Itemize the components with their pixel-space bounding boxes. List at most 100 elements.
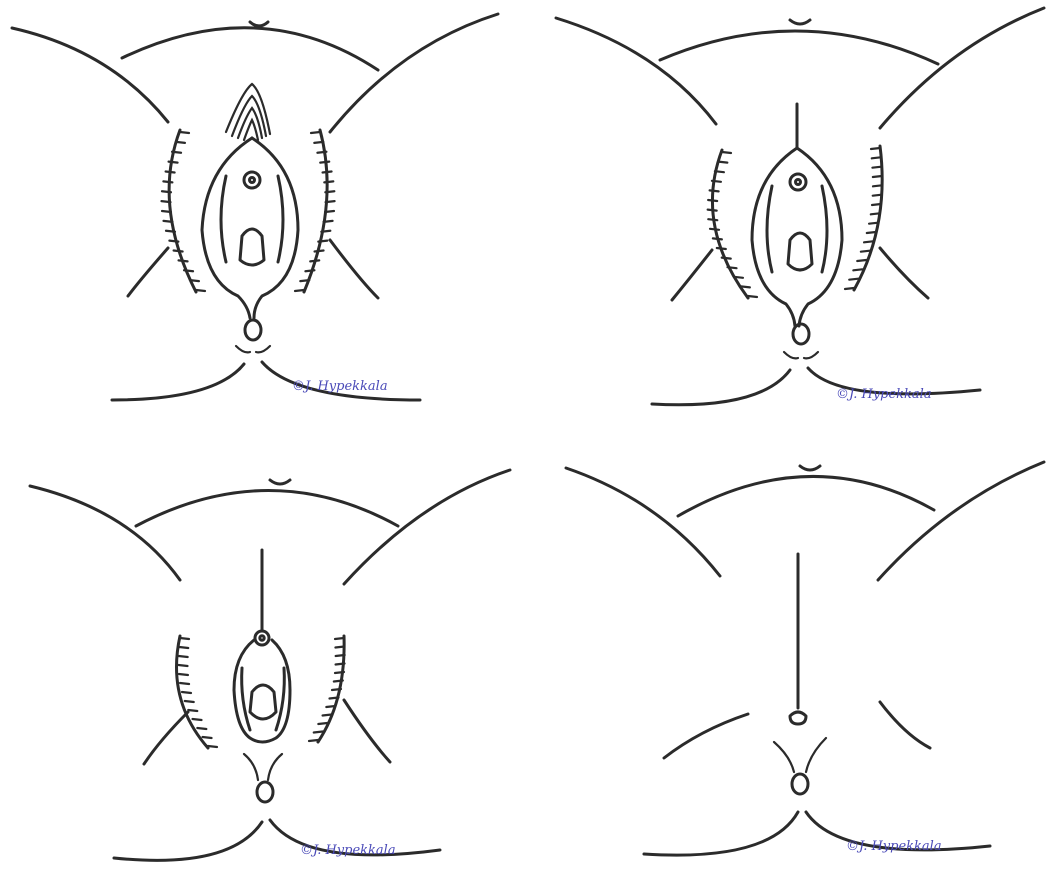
hatch-mark xyxy=(184,270,193,271)
hatch-mark xyxy=(179,674,188,675)
hatch-mark xyxy=(336,655,345,656)
hatch-marks-left xyxy=(179,638,217,747)
hatch-mark xyxy=(180,683,189,684)
hatch-mark xyxy=(872,167,881,168)
central-structure xyxy=(202,138,298,352)
hatch-mark xyxy=(315,251,324,252)
signature: ©J. Hypekkala xyxy=(300,843,396,858)
hatch-mark xyxy=(867,232,876,233)
hatch-mark xyxy=(324,221,333,222)
hatch-mark xyxy=(179,647,188,648)
hatch-mark xyxy=(871,148,880,149)
hatch-mark xyxy=(309,740,318,741)
hatch-mark xyxy=(715,171,724,172)
hatch-mark xyxy=(741,286,750,287)
hatch-mark xyxy=(717,248,726,249)
hatch-mark xyxy=(869,223,878,224)
hatch-mark xyxy=(324,181,333,182)
hatch-mark xyxy=(713,238,722,239)
hatch-mark xyxy=(332,689,341,690)
upper-tuft xyxy=(226,84,270,140)
hatch-mark xyxy=(871,213,880,214)
outer-folds xyxy=(177,636,345,748)
hatch-mark xyxy=(305,270,314,271)
body-outline xyxy=(12,14,498,400)
hatch-mark xyxy=(873,176,882,177)
hatch-mark xyxy=(180,132,189,133)
hatch-mark xyxy=(185,701,194,702)
hatch-mark xyxy=(853,269,862,270)
hatch-mark xyxy=(162,211,171,212)
signature: ©J. Hypekkala xyxy=(836,387,932,402)
hatch-mark xyxy=(335,638,344,639)
hatch-mark xyxy=(335,672,344,673)
hatch-mark xyxy=(161,201,170,202)
central-structure xyxy=(752,104,842,358)
hatch-mark xyxy=(708,219,717,220)
hatch-mark xyxy=(172,152,181,153)
hatch-mark xyxy=(203,737,212,738)
hatch-mark xyxy=(334,681,343,682)
hatch-mark xyxy=(193,719,202,720)
hatch-mark xyxy=(710,190,719,191)
hatch-mark xyxy=(320,162,329,163)
hatch-mark xyxy=(323,715,332,716)
hatch-mark xyxy=(722,258,731,259)
hatch-mark xyxy=(179,656,188,657)
hatch-mark xyxy=(325,191,334,192)
hatch-mark xyxy=(718,162,727,163)
hatch-mark xyxy=(845,288,854,289)
hatch-mark xyxy=(323,172,332,173)
hatch-mark xyxy=(190,280,199,281)
hatch-mark xyxy=(710,229,719,230)
hatch-mark xyxy=(872,157,881,158)
hatch-mark xyxy=(321,231,330,232)
hatch-mark xyxy=(722,152,731,153)
hatch-mark xyxy=(314,142,323,143)
hatch-mark xyxy=(318,241,327,242)
central-structure xyxy=(234,550,290,802)
hatch-mark xyxy=(179,665,188,666)
hatch-mark xyxy=(712,181,721,182)
signature: ©J. Hypekkala xyxy=(846,839,942,854)
hatch-mark xyxy=(734,277,743,278)
hatch-mark xyxy=(179,260,188,261)
hatch-mark xyxy=(169,241,178,242)
panel-bottom-left: ©J. Hypekkala xyxy=(30,470,510,860)
signature: ©J. Hypekkala xyxy=(292,379,388,394)
hatch-mark xyxy=(314,732,323,733)
hatch-mark xyxy=(166,231,175,232)
hatch-mark xyxy=(335,647,344,648)
hatch-mark xyxy=(326,706,335,707)
hatch-mark xyxy=(317,152,326,153)
hatch-mark xyxy=(162,191,171,192)
panel-top-left: ©J. Hypekkala xyxy=(12,14,498,400)
hatch-mark xyxy=(861,251,870,252)
hatch-mark xyxy=(174,251,183,252)
hatch-mark xyxy=(166,172,175,173)
hatch-mark xyxy=(169,162,178,163)
hatch-mark xyxy=(708,210,717,211)
panel-top-right: ©J. Hypekkala xyxy=(556,8,1044,405)
hatch-mark xyxy=(329,698,338,699)
hatch-mark xyxy=(311,132,320,133)
hatch-mark xyxy=(873,185,882,186)
hatch-mark xyxy=(208,746,217,747)
hatch-mark xyxy=(176,142,185,143)
outer-folds xyxy=(708,146,883,298)
body-outline xyxy=(30,470,510,860)
hatch-mark xyxy=(197,728,206,729)
hatch-mark xyxy=(182,692,191,693)
hatch-mark xyxy=(857,260,866,261)
hatch-mark xyxy=(728,267,737,268)
hatch-mark xyxy=(188,710,197,711)
hatch-mark xyxy=(163,221,172,222)
hatch-mark xyxy=(196,290,205,291)
hatch-mark xyxy=(864,241,873,242)
outer-folds xyxy=(161,130,334,292)
hatch-mark xyxy=(180,638,189,639)
hatch-mark xyxy=(310,260,319,261)
hatch-mark xyxy=(163,181,172,182)
central-structure xyxy=(774,554,826,794)
